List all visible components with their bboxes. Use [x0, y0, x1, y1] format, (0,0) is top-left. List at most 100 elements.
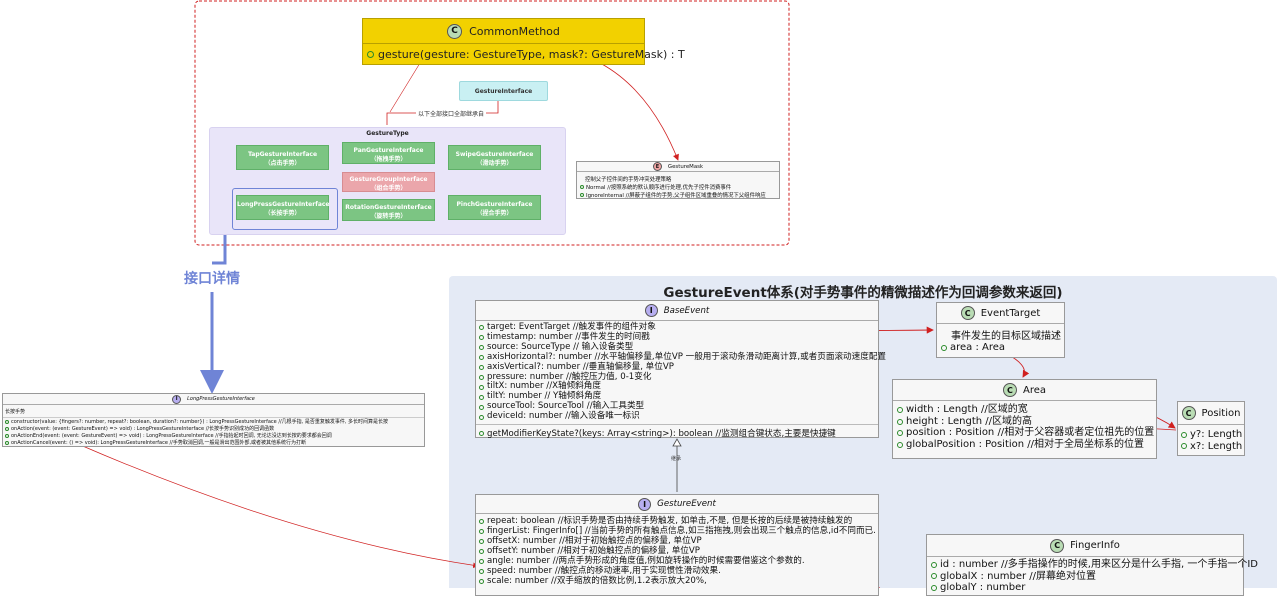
class-icon: C	[1002, 383, 1017, 397]
public-method-icon	[367, 50, 374, 58]
event-target-title: EventTarget	[980, 307, 1041, 319]
long-press-method: onActionEnd(event: (event: GestureEvent)…	[11, 433, 332, 439]
field-row: height : Length //区域的高	[897, 416, 1156, 428]
field-row: tiltY: number // Y轴倾斜角度	[479, 391, 878, 402]
field-icon	[931, 561, 937, 568]
field-row: target: EventTarget //触发事件的组件对象	[479, 322, 878, 333]
finger-info-title: FingerInfo	[1070, 540, 1120, 551]
base-event-title: BaseEvent	[663, 305, 710, 316]
field-icon	[1181, 431, 1187, 438]
field-icon	[479, 558, 484, 564]
long-press-gesture-name: LongPressGestureInterface	[237, 201, 330, 208]
field-icon	[479, 568, 484, 574]
pan-gesture-note: （拖拽手势）	[370, 156, 407, 163]
field-icon	[1181, 443, 1187, 450]
finger-info-header: C FingerInfo	[927, 535, 1243, 557]
gesture-method: gesture(gesture: GestureType, mask?: Ges…	[378, 47, 685, 61]
field-icon	[941, 344, 947, 351]
class-icon: C	[1050, 538, 1065, 553]
field-icon	[897, 418, 903, 425]
long-press-method: constructor(value: {fingers?: number, re…	[11, 419, 389, 425]
group-gesture-box: GestureGroupInterface （组合手势）	[342, 172, 435, 192]
field-text: tiltY: number // Y轴倾斜角度	[487, 391, 602, 402]
field-row: speed: number //触控点的移动速率,用于实现惯性滑动效果.	[479, 566, 878, 576]
field-text: sourceTool: SourceTool //输入工具类型	[487, 401, 645, 412]
field-text: area : Area	[950, 342, 1006, 353]
inherit-label: 继承	[671, 456, 682, 462]
field-icon	[479, 394, 484, 400]
inherit-note: 以下全部接口全部继承自	[418, 109, 485, 118]
long-press-title: LongPressGestureInterface	[187, 396, 255, 402]
interface-icon: I	[638, 497, 652, 511]
inherit-arrow-head	[672, 438, 682, 447]
field-icon	[931, 573, 937, 580]
long-press-method-row: constructor(value: {fingers?: number, re…	[3, 418, 424, 425]
enum-value-icon	[580, 185, 584, 189]
field-text: globalPosition : Position //相对于全局坐标系的位置	[906, 439, 1145, 451]
position-header: C Position	[1178, 402, 1244, 425]
field-row: axisHorizontal?: number //水平轴偏移量,单位VP 一般…	[479, 352, 886, 363]
field-text: fingerList: FingerInfo[] //当前手势的所有触点信息,如…	[487, 526, 876, 536]
long-press-gesture-box: LongPressGestureInterface （长按手势）	[236, 195, 330, 220]
pan-gesture-box: PanGestureInterface （拖拽手势）	[342, 142, 435, 164]
common-method-header: C CommonMethod	[363, 19, 644, 44]
field-icon	[479, 528, 484, 534]
gesture-event-class: I GestureEvent repeat: boolean //标识手势是否由…	[475, 494, 879, 596]
field-text: angle: number //两点手势形成的角度值,例如旋转操作的时候需要借鉴…	[487, 556, 805, 566]
field-icon	[479, 374, 484, 380]
area-fields: width : Length //区域的宽 height : Length //…	[893, 401, 1156, 451]
field-text: offsetY: number //相对于初始触控点的偏移量, 单位VP	[487, 546, 700, 556]
pinch-gesture-note: （捏合手势）	[476, 210, 513, 217]
field-row: y?: Length	[1181, 429, 1244, 441]
field-row: tiltX: number //X轴倾斜角度	[479, 382, 878, 392]
area-class: C Area width : Length //区域的宽 height : Le…	[892, 379, 1157, 459]
interface-icon: I	[172, 394, 182, 404]
field-row: area : Area	[937, 342, 1064, 353]
gesture-event-title: GestureEvent	[657, 499, 716, 509]
gesture-event-header: I GestureEvent	[476, 495, 878, 514]
long-press-method: onAction(event: (event: GestureEvent) =>…	[11, 426, 275, 432]
method-text: getModifierKeyState?(keys: Array<string>…	[487, 429, 836, 440]
field-icon	[897, 441, 903, 448]
field-text: id : number //多手指操作的时候,用来区分是什么手指, 一个手指一个…	[940, 559, 1258, 570]
field-text: deviceId: number //输入设备唯一标识	[487, 411, 640, 422]
method-icon	[5, 440, 9, 445]
long-press-method-row: onActionCancel(event: () => void): LongP…	[3, 439, 424, 446]
mask-normal: Normal //按照系统的默认顺序进行处理,优先子控件消费事件	[586, 185, 732, 191]
rotation-gesture-note: （旋转手势）	[370, 213, 407, 220]
gesture-interface-box: GestureInterface	[459, 81, 548, 101]
field-text: source: SourceType // 输入设备类型	[487, 341, 634, 352]
field-text: x?: Length	[1190, 440, 1243, 452]
event-target-desc: 事件发生的目标区域描述	[951, 331, 1061, 342]
field-icon	[479, 335, 484, 341]
swipe-gesture-note: （滑动手势）	[476, 160, 513, 167]
method-icon	[5, 426, 9, 431]
event-target-header: C EventTarget	[937, 303, 1064, 324]
field-icon	[479, 384, 484, 390]
rotation-gesture-name: RotationGestureInterface	[345, 204, 432, 211]
field-row: offsetX: number //相对于初始触控点的偏移量, 单位VP	[479, 536, 878, 546]
group-gesture-note: （组合手势）	[370, 185, 407, 192]
field-icon	[897, 430, 903, 437]
common-method-row: gesture(gesture: GestureType, mask?: Ges…	[363, 44, 685, 64]
field-text: offsetX: number //相对于初始触控点的偏移量, 单位VP	[487, 536, 702, 546]
enum-value-icon	[580, 193, 584, 197]
base-event-fields: target: EventTarget //触发事件的组件对象 timestam…	[476, 321, 886, 426]
gesture-mask-desc: 控制父子控件间的手势冲突处理策略	[585, 177, 672, 183]
tap-gesture-box: TapGestureInterface （点击手势）	[236, 145, 329, 170]
swipe-gesture-box: SwipeGestureInterface （滑动手势）	[448, 145, 541, 170]
long-press-interface: I LongPressGestureInterface 长按手势 constru…	[2, 393, 425, 447]
field-text: scale: number //双手缩放的倍数比例,1.2表示放大20%,	[487, 576, 707, 586]
tap-gesture-note: （点击手势）	[264, 160, 301, 167]
field-row: fingerList: FingerInfo[] //当前手势的所有触点信息,如…	[479, 526, 878, 536]
field-row: width : Length //区域的宽	[897, 404, 1156, 416]
field-row: id : number //多手指操作的时候,用来区分是什么手指, 一个手指一个…	[931, 559, 1258, 571]
long-press-header: I LongPressGestureInterface	[3, 394, 424, 405]
field-row: scale: number //双手缩放的倍数比例,1.2表示放大20%,	[479, 576, 878, 586]
event-target-class: C EventTarget 事件发生的目标区域描述 area : Area	[936, 302, 1065, 358]
mask-ignore-row: IgnoreInternal //屏蔽子组件的手势,父子组件区域重叠的情况下父组…	[577, 191, 779, 199]
detail-label: 接口详情	[184, 268, 240, 288]
gesture-mask-header: E GestureMask	[577, 162, 779, 172]
inherit-connector	[386, 100, 499, 125]
gesture-event-panel-title: GestureEvent体系(对手势事件的精微描述作为回调参数来返回)	[663, 285, 1063, 301]
